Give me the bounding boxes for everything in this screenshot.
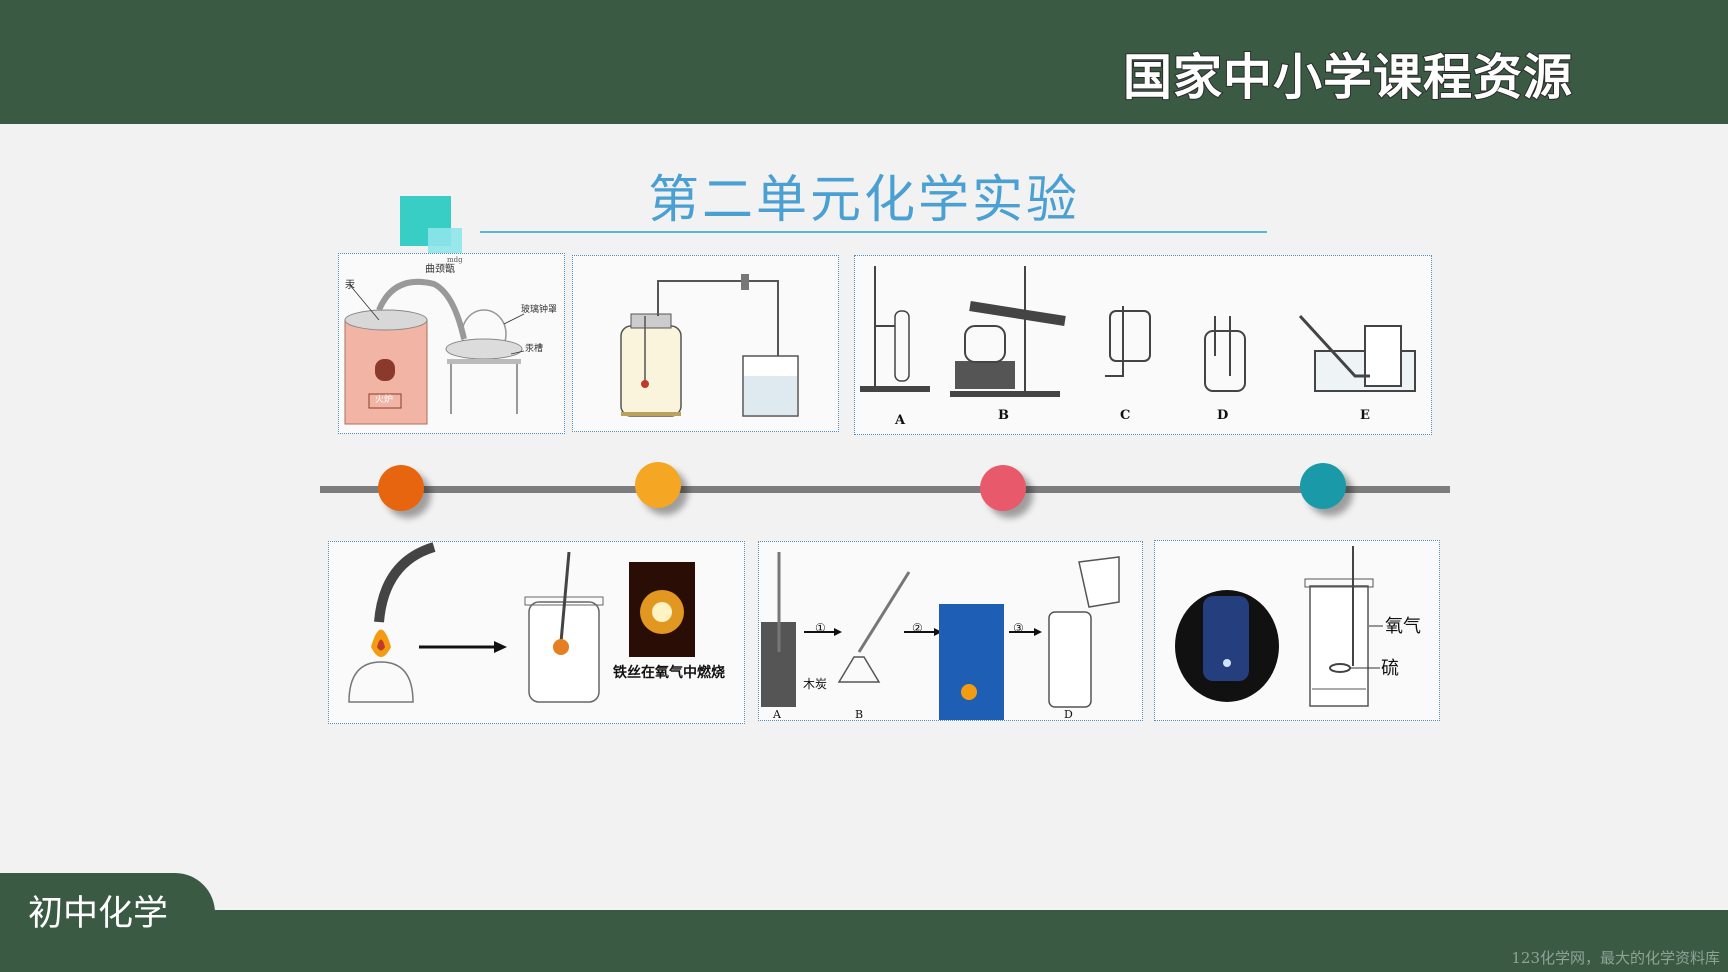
label-oxygen: 氧气 [1385, 616, 1421, 637]
timeline-dot-3 [980, 465, 1026, 511]
slide-title: 第二单元化学实验 [647, 171, 1080, 230]
step-label-1: ① [815, 621, 826, 635]
timeline-dot-2 [635, 462, 681, 508]
item-label-d: D [1064, 708, 1073, 720]
iron-burning-caption: 铁丝在氧气中燃烧 [613, 664, 725, 681]
charcoal-label: 木炭 [803, 677, 827, 691]
charcoal-burning-illustration: ① ② ③ 木炭 A B D [761, 552, 1120, 721]
panel-lavoisier-experiment: 汞 曲颈甑 mdg 玻璃钟罩 汞槽 火炉 [338, 253, 565, 434]
label-apparatus-d: D [1217, 408, 1228, 423]
label-apparatus-a: A [894, 413, 906, 428]
panel-gas-apparatus: A B C D E [854, 255, 1432, 435]
lavoisier-apparatus-illustration: 汞 曲颈甑 mdg 玻璃钟罩 汞槽 火炉 [344, 256, 557, 425]
iron-burning-illustration: 铁丝在氧气中燃烧 [348, 542, 725, 703]
label-bell-jar: 玻璃钟罩 [521, 303, 557, 315]
label-apparatus-c: C [1120, 408, 1130, 423]
watermark-text: 123化学网，最大的化学资料库 [1511, 949, 1720, 967]
item-label-a: A [772, 708, 782, 720]
label-retort: 曲颈甑 [425, 262, 455, 275]
subject-label: 初中化学 [28, 894, 169, 934]
item-label-b: B [855, 708, 863, 720]
panel-sulfur-burning: 氧气 硫 [1154, 540, 1440, 721]
panel-charcoal-burning: ① ② ③ 木炭 A B D [758, 541, 1143, 721]
timeline-bar [320, 486, 1450, 493]
step-label-3: ③ [1013, 621, 1024, 635]
label-apparatus-e: E [1360, 408, 1370, 423]
timeline-dot-1 [378, 465, 424, 511]
gas-apparatus-illustration: A B C D E [860, 266, 1416, 428]
label-apparatus-b: B [998, 408, 1009, 423]
title-underline [480, 231, 1267, 233]
timeline-dot-4 [1300, 463, 1346, 509]
label-furnace: 火炉 [375, 393, 393, 405]
label-top: mdg [447, 256, 463, 264]
label-trough: 汞槽 [525, 342, 543, 354]
step-label-2: ② [912, 621, 923, 635]
panel-phosphorus-experiment [572, 255, 839, 432]
label-sulfur: 硫 [1381, 658, 1399, 679]
phosphorus-apparatus-illustration [620, 274, 799, 417]
header-bar: 国家中小学课程资源 [0, 0, 1728, 124]
footer-bar [0, 910, 1728, 972]
panel-iron-burning: 铁丝在氧气中燃烧 [328, 541, 745, 724]
sulfur-burning-illustration: 氧气 硫 [1175, 546, 1421, 707]
label-mercury: 汞 [345, 279, 355, 291]
brand-logo-text: 国家中小学课程资源 [1122, 48, 1573, 107]
